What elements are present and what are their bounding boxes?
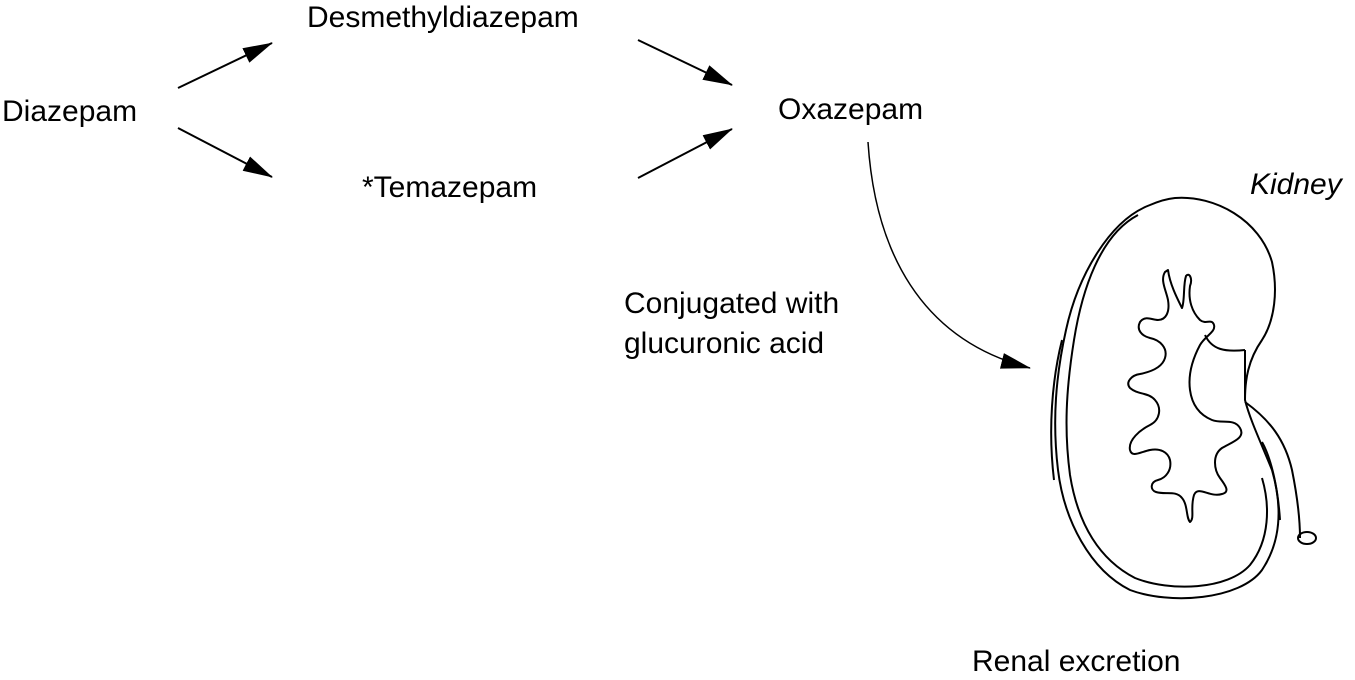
arrow-diazepam-to-temazepam xyxy=(177,127,273,178)
annotation-conjugated-line1: Conjugated with xyxy=(624,287,840,320)
label-kidney: Kidney xyxy=(1250,168,1342,201)
arrow-diazepam-to-desmethyldiazepam xyxy=(177,42,273,89)
arrow-oxazepam-to-kidney xyxy=(867,141,1031,369)
kidney-illustration xyxy=(1050,196,1317,600)
node-diazepam: Diazepam xyxy=(2,95,138,128)
arrow-desmethyldiazepam-to-oxazepam xyxy=(637,39,733,86)
annotation-conjugated-line2: glucuronic acid xyxy=(624,327,825,360)
arrow-temazepam-to-oxazepam xyxy=(637,128,733,179)
node-temazepam: *Temazepam xyxy=(362,171,538,204)
label-renal-excretion: Renal excretion xyxy=(972,645,1181,678)
node-desmethyldiazepam: Desmethyldiazepam xyxy=(307,1,579,34)
node-oxazepam: Oxazepam xyxy=(778,93,924,126)
